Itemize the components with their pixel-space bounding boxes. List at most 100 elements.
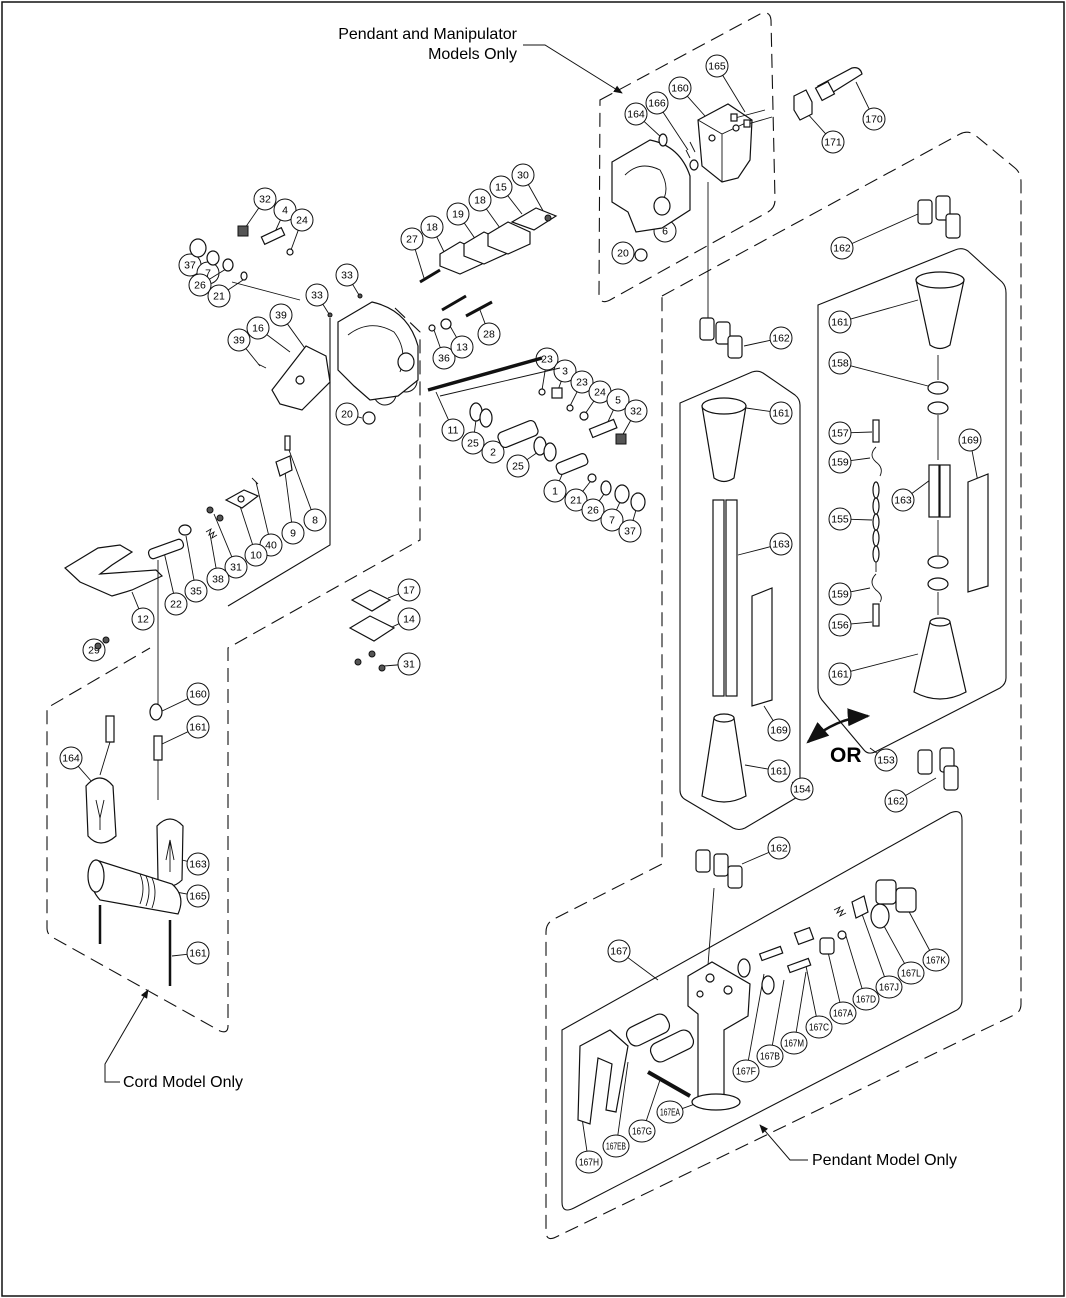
callout-leader-line <box>290 230 299 251</box>
region-label-line: Models Only <box>428 46 517 63</box>
callout: 167C <box>805 965 833 1039</box>
parts-cord-model <box>85 560 184 986</box>
callout-label: 7 <box>205 268 211 280</box>
bolt-head <box>743 119 751 128</box>
cone-part <box>915 279 965 350</box>
callout: 12 <box>131 591 155 631</box>
callout-circle <box>186 682 210 706</box>
callout-label: 28 <box>483 329 495 341</box>
callout-circle <box>769 401 793 425</box>
callout: 167EB <box>602 1061 630 1158</box>
nut-part <box>440 318 452 330</box>
callout: 22 <box>163 551 188 616</box>
callout-circle <box>186 884 210 908</box>
callout-label: 12 <box>137 614 149 626</box>
callout: 162 <box>830 213 919 260</box>
callout-leader-line <box>352 284 360 296</box>
callout-label: 15 <box>495 182 507 194</box>
callout-leader-line <box>244 207 260 229</box>
cone-rim <box>713 713 735 723</box>
callout-label: 157 <box>831 428 849 440</box>
callout-leader-line <box>722 75 746 113</box>
spool-part <box>793 926 815 946</box>
callout: 159 <box>828 450 871 474</box>
callout-label: 31 <box>230 562 242 574</box>
callout-label: 161 <box>189 948 207 960</box>
callout-leader-line <box>845 935 863 989</box>
callout-circle <box>420 215 444 239</box>
callout: 167M <box>780 971 808 1055</box>
callout-label: 166 <box>648 98 666 110</box>
callout-circle <box>852 987 880 1011</box>
callout-label: 161 <box>772 408 790 420</box>
cone-rim <box>915 271 965 289</box>
nut-fitting-part <box>793 89 813 121</box>
callout-circle <box>607 939 631 963</box>
callout: 167K <box>905 905 950 972</box>
assembly-line <box>707 887 715 966</box>
pendant-manifold-part <box>687 961 751 1105</box>
cone-part <box>701 405 747 483</box>
callout-leader-line <box>387 593 399 599</box>
callout: 165 <box>705 54 746 113</box>
callout: 167EA <box>656 1099 707 1124</box>
fitting-part <box>727 335 743 359</box>
callout-leader-line <box>584 400 595 415</box>
cone-rim <box>929 617 951 627</box>
spool-part <box>497 419 539 449</box>
callout: 18 <box>420 215 447 257</box>
callout-label: 167D <box>856 994 876 1006</box>
callout-circle <box>564 488 588 512</box>
tube-part <box>712 499 725 697</box>
callout: 171 <box>805 111 845 154</box>
callout-leader-line <box>869 747 878 754</box>
callout-leader-line <box>645 1079 661 1121</box>
callout: 27 <box>400 227 425 279</box>
or-double-arrow <box>806 708 871 744</box>
ball-part <box>837 930 847 940</box>
fitting-part <box>945 213 961 239</box>
callout-circle <box>244 543 268 567</box>
ring-part <box>286 248 294 256</box>
callout-label: 167K <box>926 955 946 967</box>
callout: 19 <box>446 202 477 241</box>
callout-circle <box>186 852 210 876</box>
callout: 167B <box>756 979 785 1068</box>
callout-label: 158 <box>831 358 849 370</box>
callout-circle <box>600 508 624 532</box>
bolt-part <box>734 109 773 125</box>
callout-circle <box>575 1150 603 1174</box>
callout: 2 <box>481 439 507 464</box>
callout: 26 <box>581 493 605 522</box>
callout-circle <box>186 941 210 965</box>
callout-circle <box>756 1044 784 1068</box>
callout-leader-line <box>581 1117 588 1152</box>
parts-pendant <box>577 879 917 1125</box>
ring-part <box>149 703 163 721</box>
callout-leader-line <box>850 299 919 320</box>
callout-label: 24 <box>594 387 606 399</box>
callout: 11 <box>435 391 465 442</box>
screw-part <box>354 658 362 666</box>
shaft-part <box>427 356 543 392</box>
handle-cylinder-part <box>625 1013 671 1047</box>
callout: 7 <box>600 501 624 532</box>
callout-circle <box>645 91 669 115</box>
callout-leader-line <box>209 268 227 280</box>
callout-leader-line <box>911 479 931 494</box>
manifold-part <box>697 103 753 183</box>
callout-label: 23 <box>541 354 553 366</box>
region-label-text: Cord Model Only <box>123 1074 243 1091</box>
callout-leader-line <box>617 1061 629 1136</box>
chain-link <box>872 513 880 531</box>
callout-label: 27 <box>406 234 418 246</box>
callout-leader-line <box>433 329 441 348</box>
washer-part <box>240 271 248 281</box>
callout-leader-line <box>850 457 871 461</box>
fitting-part <box>935 195 951 221</box>
callout-leader-line <box>763 705 774 721</box>
callout-leader-line <box>827 951 841 1003</box>
callout-label: 167EB <box>606 1141 626 1153</box>
callout-label: 7 <box>609 515 615 527</box>
callout-circle <box>828 421 852 445</box>
